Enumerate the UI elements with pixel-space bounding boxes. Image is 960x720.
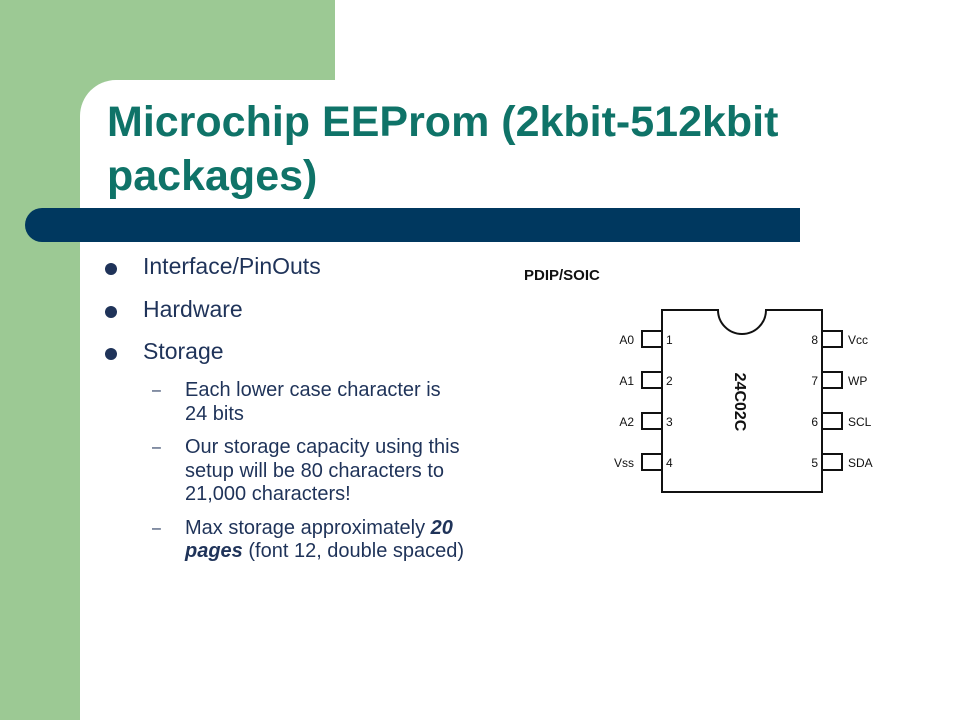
sub-text-max-storage-part1: Max storage approximately: [185, 516, 431, 539]
pin-number: 6: [811, 415, 818, 429]
pin-name: A1: [619, 374, 634, 388]
right-pin-8: Vcc 8: [811, 330, 868, 348]
pin-number: 1: [666, 333, 673, 347]
pin-name: Vss: [614, 456, 634, 470]
pin-number: 5: [811, 456, 818, 470]
dash-marker: –: [152, 519, 161, 537]
pin-number: 3: [666, 415, 673, 429]
right-pin-6: SCL 6: [811, 412, 872, 430]
pinout-diagram: PDIP/SOIC 24C02C A0 1 A1 2 A2 3 Vss 4: [524, 267, 873, 493]
sub-text-max-storage-part2: (font 12, double spaced): [242, 540, 465, 562]
left-pin-2: A1 2: [619, 371, 673, 389]
right-pin-7: WP 7: [811, 371, 867, 389]
bullet-text-storage: Storage: [143, 338, 224, 364]
storage-sub-list: – Each lower case character is 24 bits –…: [105, 379, 465, 564]
left-pin-3: A2 3: [619, 412, 673, 430]
bullet-storage: Storage – Each lower case character is 2…: [105, 337, 465, 564]
sub-item-character-size: – Each lower case character is 24 bits: [105, 379, 465, 426]
pin-name: Vcc: [848, 333, 868, 347]
chip-name: 24C02C: [731, 373, 748, 432]
pin-name: A2: [619, 415, 634, 429]
bullet-text-interface: Interface/PinOuts: [143, 253, 321, 279]
sub-item-max-storage: – Max storage approximately 20 pages (fo…: [105, 517, 465, 564]
pin-name: A0: [619, 333, 634, 347]
pin-number: 4: [666, 456, 673, 470]
pin-pad: [821, 371, 843, 389]
pin-pad: [641, 371, 663, 389]
left-pin-1: A0 1: [619, 330, 673, 348]
pin-pad: [641, 453, 663, 471]
pin-pad: [641, 412, 663, 430]
pin-pad: [821, 412, 843, 430]
pin-number: 8: [811, 333, 818, 347]
title-divider-bar: [45, 208, 800, 242]
bullet-hardware: Hardware: [105, 295, 465, 323]
pin-name: WP: [848, 374, 867, 388]
package-label: PDIP/SOIC: [524, 267, 600, 284]
left-pin-4: Vss 4: [614, 453, 673, 471]
sub-text-max-storage-emphasis: 20 pages: [185, 516, 453, 563]
pin-name: SCL: [848, 415, 872, 429]
sub-item-capacity: – Our storage capacity using this setup …: [105, 436, 465, 507]
bullet-interface: Interface/PinOuts: [105, 252, 465, 280]
pin-name: SDA: [848, 456, 873, 470]
sub-text-capacity: Our storage capacity using this setup wi…: [185, 436, 460, 505]
dash-marker: –: [152, 439, 161, 456]
pin-pad: [821, 453, 843, 471]
dash-marker: –: [152, 382, 161, 399]
right-pin-5: SDA 5: [811, 453, 873, 471]
slide-title: Microchip EEProm (2kbit-512kbit packages…: [107, 98, 779, 200]
chip-body: [661, 309, 823, 493]
pin-pad: [641, 330, 663, 348]
bullet-text-hardware: Hardware: [143, 295, 243, 322]
pin-number: 7: [811, 374, 818, 388]
bullet-list: Interface/PinOuts Hardware Storage – Eac…: [105, 252, 465, 578]
pin-number: 2: [666, 374, 673, 388]
pin-pad: [821, 330, 843, 348]
sub-text-character-size: Each lower case character is 24 bits: [185, 379, 441, 425]
